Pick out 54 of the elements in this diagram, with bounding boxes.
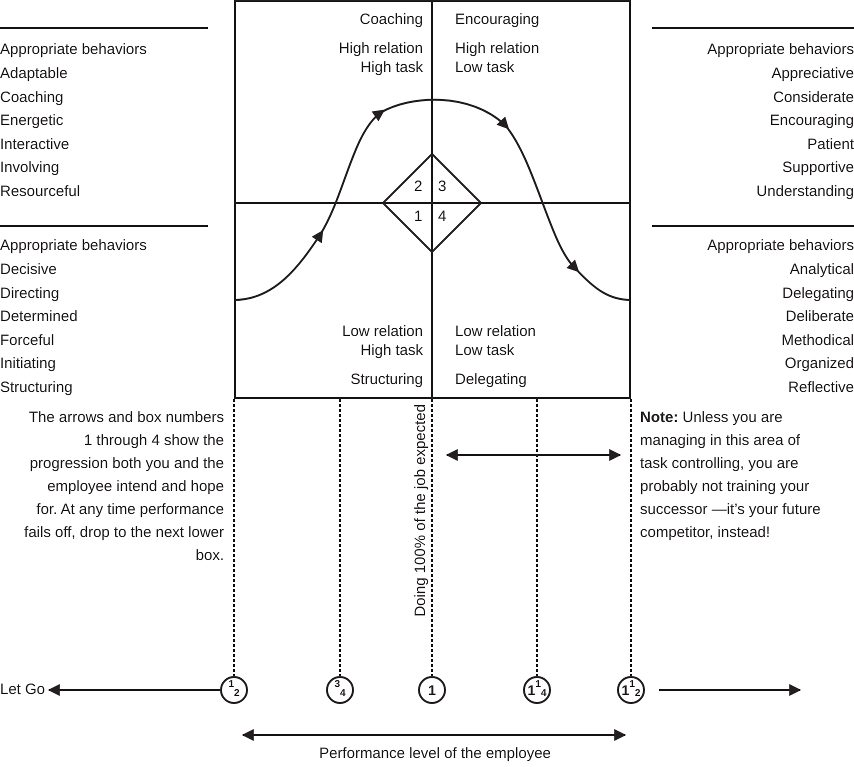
box-number: 2 <box>414 177 422 197</box>
behavior-item: Organized <box>784 354 854 374</box>
behavior-item: Initiating <box>0 354 57 374</box>
end-label: Let Go <box>0 680 46 700</box>
style-name: Coaching <box>360 10 423 29</box>
note-text: Note: Unless you are managing in this area of task controlling, you are probably not training your successor —it’s your future competitor, instead! <box>640 408 822 543</box>
behavior-item: Understanding <box>755 182 854 202</box>
box-number: 4 <box>438 207 446 227</box>
behavior-item: Forceful <box>0 330 56 350</box>
section-heading: Appropriate behaviors <box>706 236 854 256</box>
quadrant-text: Low relation Low task <box>455 322 537 360</box>
behavior-item: Directing <box>0 284 60 304</box>
style-name: Encouraging <box>455 10 540 29</box>
behavior-item: Appreciative <box>770 64 854 84</box>
behavior-item: Coaching <box>0 88 64 108</box>
behavior-item: Analytical <box>788 260 854 280</box>
quadrant-text: Low relation High task <box>341 322 423 360</box>
behavior-item: Determined <box>0 307 79 327</box>
dotted-line <box>233 399 235 676</box>
section-heading: Appropriate behaviors <box>706 40 854 60</box>
explanation-text: The arrows and box numbers 1 through 4 show the progression both you and the employee intend and hope for. At any time performance fails off, drop to the next lower box. <box>24 408 224 566</box>
style-name: Delegating <box>455 370 527 389</box>
behavior-item: Methodical <box>780 330 854 350</box>
behavior-item: Supportive <box>781 158 854 178</box>
style-name: Structuring <box>350 370 423 389</box>
dotted-line <box>630 399 632 676</box>
behavior-item: Adaptable <box>0 64 69 84</box>
box-number: 1 <box>414 207 422 227</box>
box-number: 3 <box>438 177 446 197</box>
behavior-item: Interactive <box>0 134 70 154</box>
behavior-item: Delegating <box>781 284 854 304</box>
arrow <box>48 684 220 696</box>
behavior-item: Reflective <box>787 378 854 398</box>
behavior-item: Resourceful <box>0 182 82 202</box>
numbered-diamond <box>382 153 482 253</box>
section-heading: Appropriate behaviors <box>0 236 148 256</box>
behavior-item: Decisive <box>0 260 58 280</box>
quadrant-text: High relation Low task <box>455 39 540 77</box>
behavior-item: Involving <box>0 158 60 178</box>
level-circle: 1 <box>418 676 446 704</box>
behavior-item: Deliberate <box>784 307 854 327</box>
dotted-line <box>339 399 341 676</box>
behavior-item: Structuring <box>0 378 74 398</box>
dotted-line <box>536 399 538 676</box>
section-heading: Appropriate behaviors <box>0 40 148 60</box>
axis-label: Performance level of the employee <box>318 744 552 764</box>
axis-label: Doing 100% of the job expected <box>412 404 430 617</box>
dotted-line <box>431 399 433 676</box>
behavior-item: Energetic <box>0 111 64 131</box>
behavior-item: Patient <box>806 134 854 154</box>
behavior-item: Encouraging <box>768 111 854 131</box>
quadrant-text: High relation High task <box>338 39 423 77</box>
arrow <box>659 684 802 696</box>
behavior-item: Considerate <box>772 88 854 108</box>
